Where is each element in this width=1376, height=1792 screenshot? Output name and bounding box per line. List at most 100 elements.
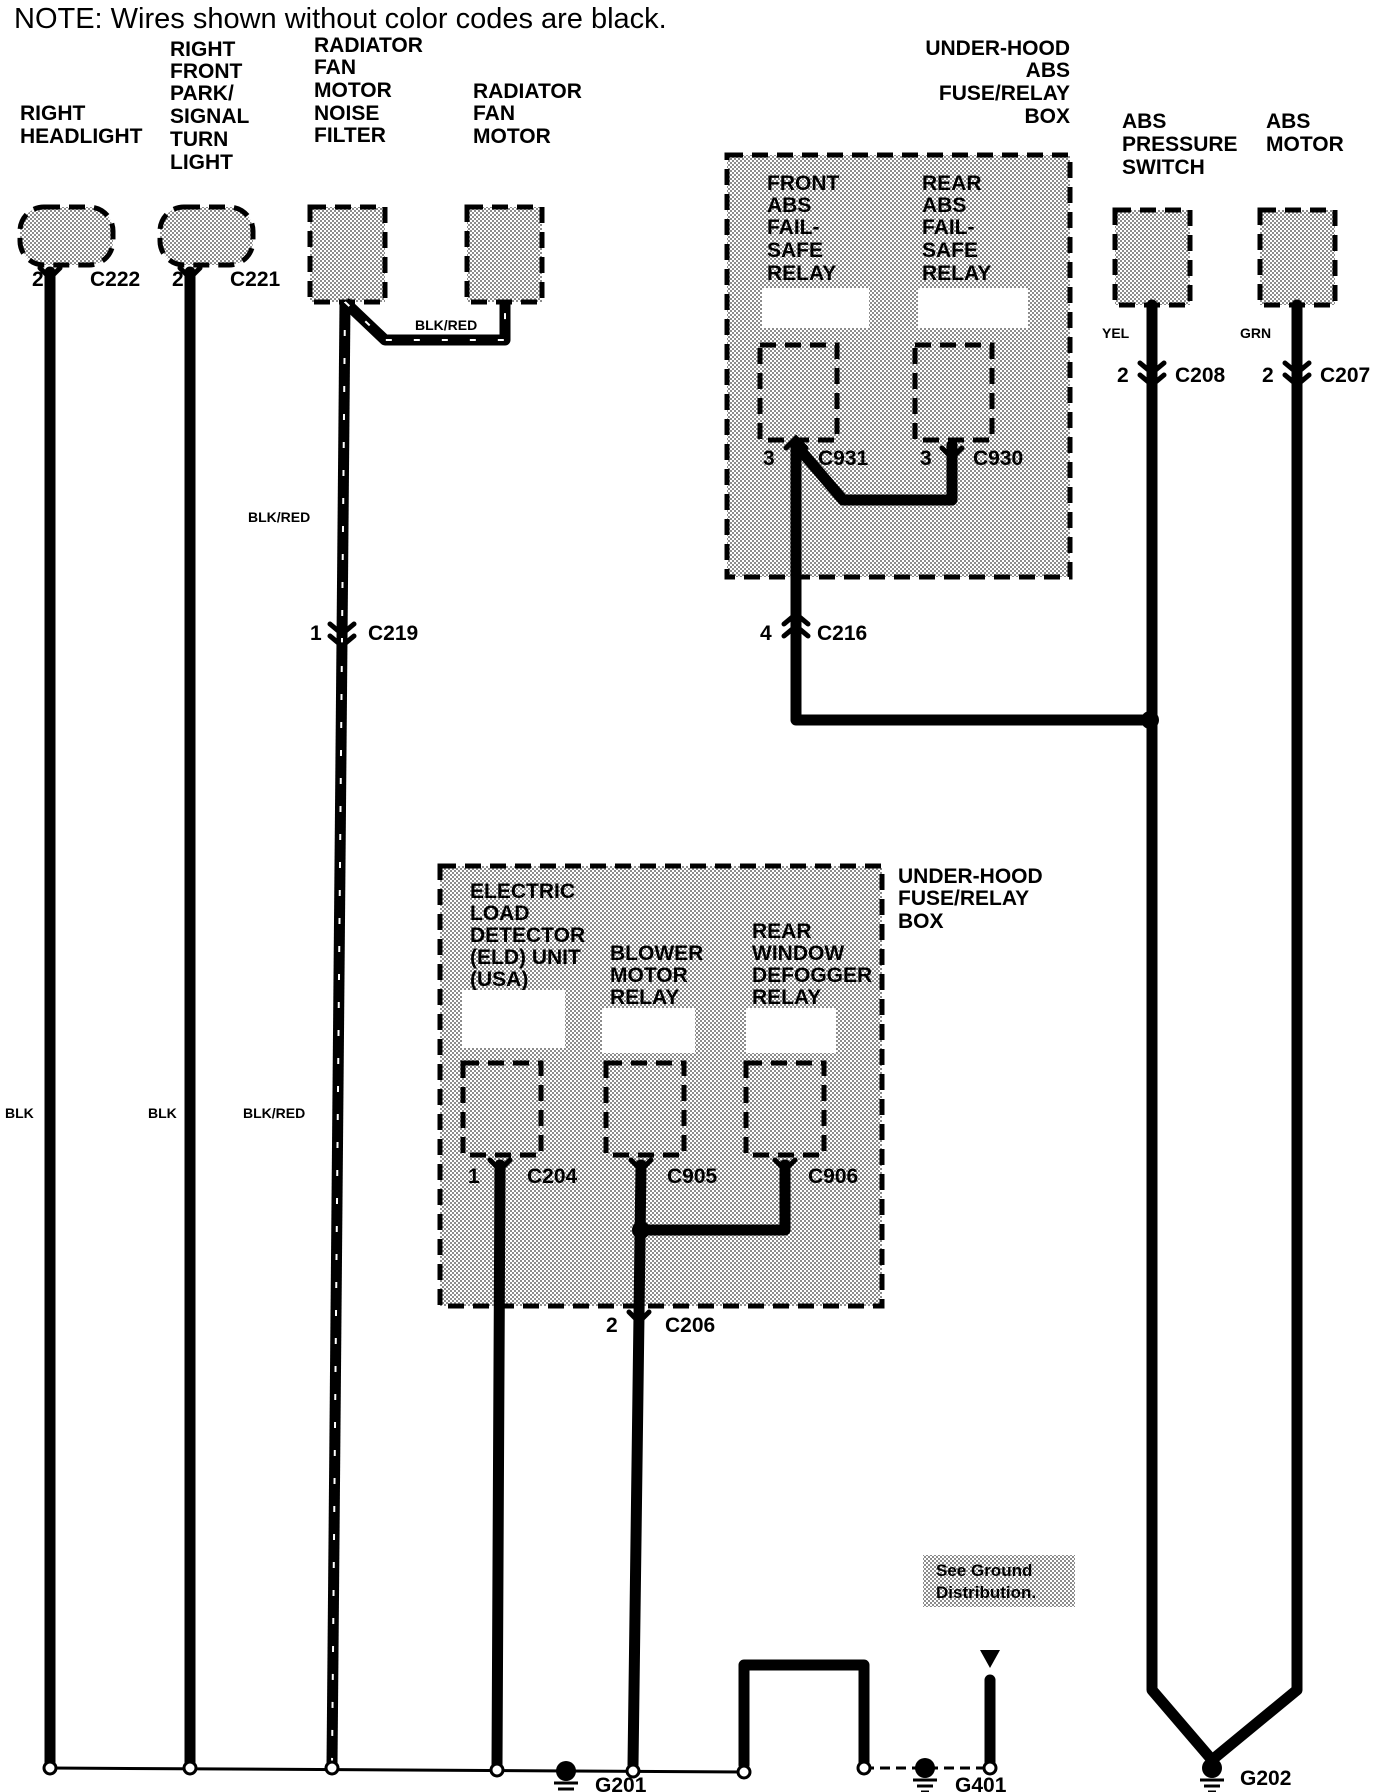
label-line: TURN [170,128,228,151]
connector-c204-icon [487,1157,513,1174]
ground-label-g202: G202 [1240,1767,1291,1790]
label-line: RELAY [610,986,679,1009]
label-line: RADIATOR [314,34,423,57]
wire-stripe-blk-red [331,301,346,1766]
abs-motor-symbol [1257,207,1338,308]
label-line: (USA) [470,968,528,991]
pin-c208: 2 [1117,364,1129,387]
connector-label-c216: C216 [817,622,867,645]
connector-c905-icon [628,1157,654,1174]
connector-c219-icon [327,621,357,650]
label-abs-motor: ABS MOTOR [1266,110,1344,156]
wire-loop-g201-g401 [738,1659,870,1771]
label-abs-fuse-box: UNDER-HOOD ABS FUSE/RELAY BOX [925,37,1070,128]
defogger-relay-window [746,1008,836,1053]
bus-node [182,1760,198,1776]
ground-label-g201: G201 [595,1774,647,1792]
label-line: NOISE [314,102,379,125]
label-line: FUSE/RELAY [898,887,1029,910]
connector-c906-icon [772,1157,798,1174]
label-line: SAFE [767,239,823,262]
connector-c930-icon [939,445,965,462]
wire-defogger-relay-link [635,1159,791,1236]
bus-node [42,1760,58,1776]
abs-pressure-switch-symbol [1112,207,1193,308]
label-line: FAN [473,102,515,125]
connector-c216-icon [781,610,811,639]
see-ground-line: Distribution. [936,1583,1036,1602]
bus-node [736,1764,752,1780]
bus-node [982,1760,998,1776]
wire-color-label: BLK/RED [248,509,310,525]
label-right-front-turn-light: RIGHT FRONT PARK/ SIGNAL TURN LIGHT [170,38,250,174]
label-line: LIGHT [170,151,233,174]
label-line: PRESSURE [1122,133,1238,156]
label-line: HEADLIGHT [20,125,143,148]
wire-eld-unit [491,1159,506,1771]
wire-color-label: YEL [1102,325,1130,341]
connector-label-c219: C219 [368,622,418,645]
label-line: FILTER [314,124,386,147]
label-line: BOX [898,910,944,933]
wire-color-label: BLK/RED [243,1105,305,1121]
see-ground-line: See Ground [936,1561,1032,1580]
right-headlight-symbol [17,204,116,268]
bus-node [324,1760,340,1776]
eld-window [462,990,565,1048]
blower-relay-window [602,1008,695,1053]
pin-c222: 2 [32,268,44,291]
connector-label-c204: C204 [527,1165,578,1188]
label-line: SWITCH [1122,156,1205,179]
connector-c221-icon [177,265,203,282]
ground-icon [1200,1758,1224,1792]
label-line: REAR [752,920,812,943]
label-front-fail-safe-relay: FRONT ABS FAIL- SAFE RELAY [767,172,839,285]
ground-icon [913,1758,937,1792]
connector-label-c906: C906 [808,1165,858,1188]
label-line: ABS [1122,110,1166,133]
connector-c206-icon [626,1309,652,1326]
label-line: REAR [922,172,982,195]
connector-label-c222: C222 [90,268,140,291]
wire-color-label: BLK [148,1105,177,1121]
wire-abs-motor [1206,299,1303,1766]
wire-stripe-blk-red [344,301,506,341]
label-line: ABS [1026,59,1070,82]
label-line: LOAD [470,902,530,925]
wire-color-label: BLK [5,1105,34,1121]
defogger-relay-symbol [743,1060,827,1158]
arrow-icon [980,1650,1000,1668]
label-line: FRONT [170,60,242,83]
splice-point-abs [1141,711,1159,729]
note-text: NOTE: Wires shown without color codes ar… [14,3,667,35]
label-line: RELAY [767,262,836,285]
connector-c207-icon [1282,360,1312,389]
connector-c208-icon [1137,360,1167,389]
label-line: (ELD) UNIT [470,946,581,969]
label-line: FAN [314,56,356,79]
blower-motor-relay-symbol [603,1060,687,1158]
label-line: WINDOW [752,942,844,965]
connector-label-c930: C930 [973,447,1023,470]
label-line: MOTOR [610,964,688,987]
ground-label-g401: G401 [955,1774,1007,1792]
label-line: MOTOR [1266,133,1344,156]
bus-node [489,1762,505,1778]
label-line: PARK/ [170,82,234,105]
label-line: ELECTRIC [470,880,575,903]
label-line: FAIL- [767,216,820,239]
bus-node [625,1763,641,1779]
connector-c931-icon [783,434,809,451]
pin-c219: 1 [310,622,322,645]
label-line: RIGHT [20,102,86,125]
label-line: DETECTOR [470,924,585,947]
label-eld-unit: ELECTRIC LOAD DETECTOR (ELD) UNIT (USA) [470,880,585,991]
label-line: RELAY [752,986,821,1009]
label-line: SIGNAL [170,105,250,128]
label-abs-pressure-switch: ABS PRESSURE SWITCH [1122,110,1238,179]
pin-c207: 2 [1262,364,1274,387]
see-ground-box [923,1555,1075,1607]
rear-fail-safe-relay-symbol [912,342,995,443]
label-right-headlight: RIGHT HEADLIGHT [20,102,143,148]
label-defogger-relay: REAR WINDOW DEFOGGER RELAY [752,920,872,1009]
